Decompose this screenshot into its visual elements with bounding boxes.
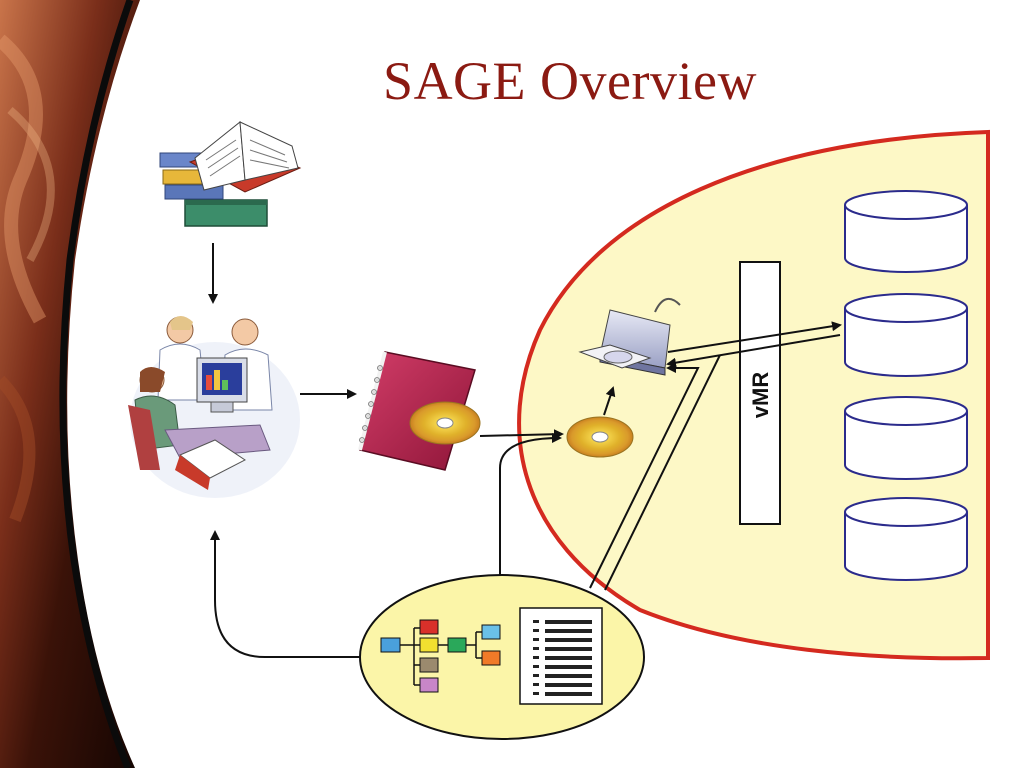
arrow-model-to-disc bbox=[499, 433, 562, 578]
vmr-label: vMR bbox=[748, 372, 773, 419]
cd-drive-icon bbox=[578, 297, 681, 376]
binder-with-disc-icon bbox=[358, 351, 481, 471]
database-icon bbox=[844, 190, 968, 273]
database-stack bbox=[844, 190, 968, 581]
arrow-model-to-drive bbox=[589, 363, 700, 589]
database-icon bbox=[844, 396, 968, 480]
arrow-database-to-drive bbox=[666, 334, 841, 368]
decorative-sidebar bbox=[0, 0, 140, 768]
database-icon bbox=[844, 293, 968, 377]
arrow-model-to-team bbox=[210, 530, 362, 658]
vmr-bar: vMR bbox=[739, 261, 781, 525]
connector-model-to-database bbox=[604, 354, 721, 591]
clinicians-at-computer-icon bbox=[128, 316, 300, 498]
cd-disc-icon bbox=[409, 401, 481, 445]
cd-disc-icon bbox=[566, 416, 634, 458]
page-title: SAGE Overview bbox=[383, 51, 757, 111]
arrow-disc-to-drive bbox=[603, 386, 616, 416]
arrow-drive-to-database bbox=[667, 321, 842, 353]
arrow-binder-to-disc bbox=[479, 429, 564, 440]
flowchart-and-document-icon bbox=[359, 574, 645, 740]
database-icon bbox=[844, 497, 968, 581]
stacked-books-icon bbox=[159, 121, 302, 227]
